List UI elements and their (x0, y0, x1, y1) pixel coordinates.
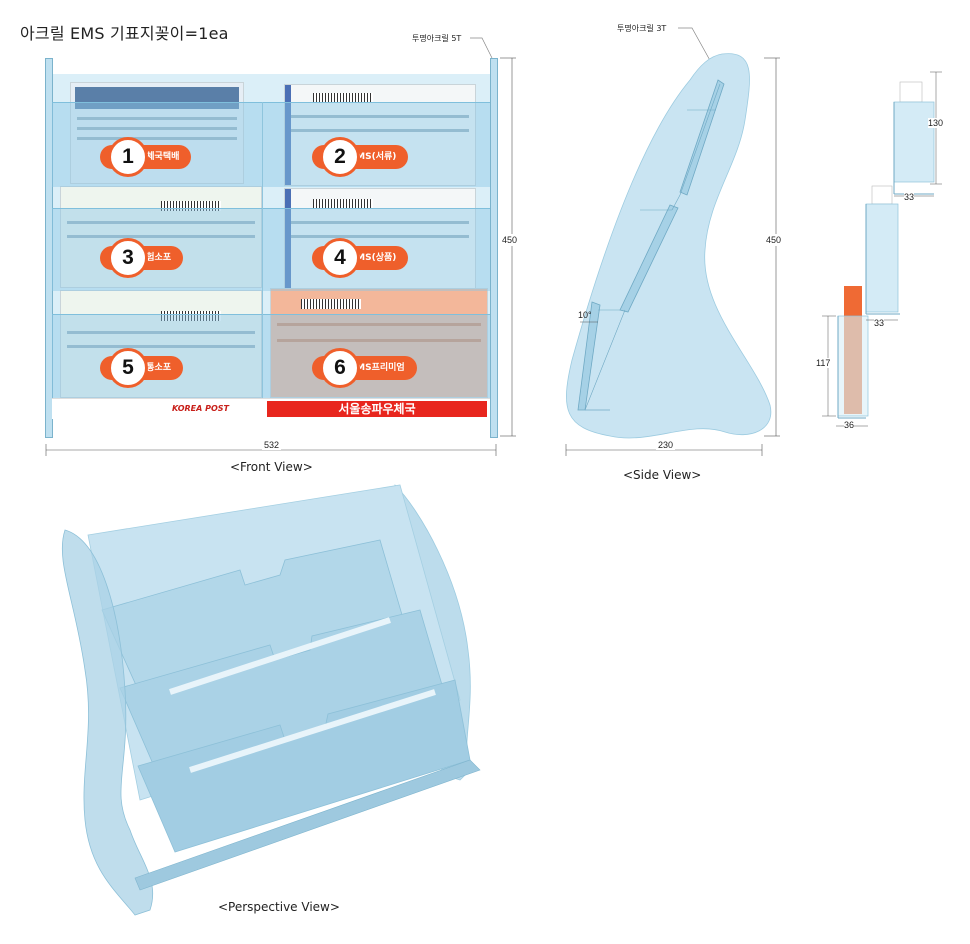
detail-bottom-depth: 36 (844, 420, 855, 430)
form-4-accent (285, 189, 291, 289)
slot-number-5: 5 (108, 348, 148, 388)
detail-mid-depth: 33 (874, 318, 885, 328)
form-4-barcode (313, 199, 373, 209)
korea-post-logo: KOREA POST (172, 404, 229, 413)
detail-top-height: 130 (928, 118, 944, 128)
slot-number-6: 6 (320, 348, 360, 388)
front-material-leader (470, 37, 493, 59)
detail-drawing (822, 71, 942, 427)
slot-label-4-text: EMS(상품) (350, 253, 397, 263)
front-view: 투명아크릴 5T 우체국택배 1 EMS(서류) 2 보험소 (0, 0, 530, 480)
side-view: 투명아크릴 3T 10° 230 450 <Side View> (540, 0, 800, 490)
form-2-barcode (313, 93, 373, 103)
front-banner: KOREA POST 서울송파우체국 (52, 398, 490, 419)
form-1-header (75, 87, 239, 109)
slot-number-4: 4 (320, 238, 360, 278)
slot-label-3-text: 보험소포 (138, 253, 172, 263)
left-post (45, 58, 53, 438)
perspective-drawing (61, 484, 481, 916)
form-4 (284, 188, 476, 290)
side-view-caption: <Side View> (623, 468, 702, 482)
detail-bottom-height: 117 (816, 358, 831, 368)
perspective-view-caption: <Perspective View> (218, 900, 340, 914)
slot-label-2-text: EMS(서류) (350, 152, 397, 162)
slot-number-1: 1 (108, 137, 148, 177)
form-3-barcode (161, 201, 221, 211)
front-material-note: 투명아크릴 5T (412, 34, 462, 43)
front-width-dimension: 532 (262, 440, 282, 450)
front-view-caption: <Front View> (230, 460, 313, 474)
side-view-drawing (565, 27, 780, 456)
front-dimension-lines (45, 57, 516, 456)
slot-label-6-text: EMS프리미엄 (350, 363, 405, 373)
slot-number-3: 3 (108, 238, 148, 278)
detail-view: 130 33 33 117 36 (810, 60, 970, 440)
form-6-barcode (301, 299, 361, 309)
slot-label-5-text: 보통소포 (138, 363, 172, 373)
detail-top-depth: 33 (904, 192, 915, 202)
perspective-view: <Perspective View> (40, 470, 500, 930)
form-3 (60, 186, 262, 288)
slot-label-1-text: 우체국택배 (138, 152, 180, 162)
side-angle-label: 10° (578, 310, 592, 320)
form-2-accent (285, 85, 291, 185)
right-post (490, 58, 498, 438)
form-2 (284, 84, 476, 186)
form-5-barcode (161, 311, 221, 321)
form-5 (60, 290, 262, 398)
page-title: 아크릴 EMS 기표지꽂이=1ea (20, 24, 229, 43)
slot-number-2: 2 (320, 137, 360, 177)
side-height-dimension: 450 (766, 234, 782, 246)
side-width-dimension: 230 (656, 440, 676, 450)
side-material-note: 투명아크릴 3T (617, 24, 667, 33)
front-height-dimension: 450 (502, 234, 518, 246)
banner-text: 서울송파우체국 (267, 401, 487, 417)
shelf-divider (262, 102, 263, 398)
